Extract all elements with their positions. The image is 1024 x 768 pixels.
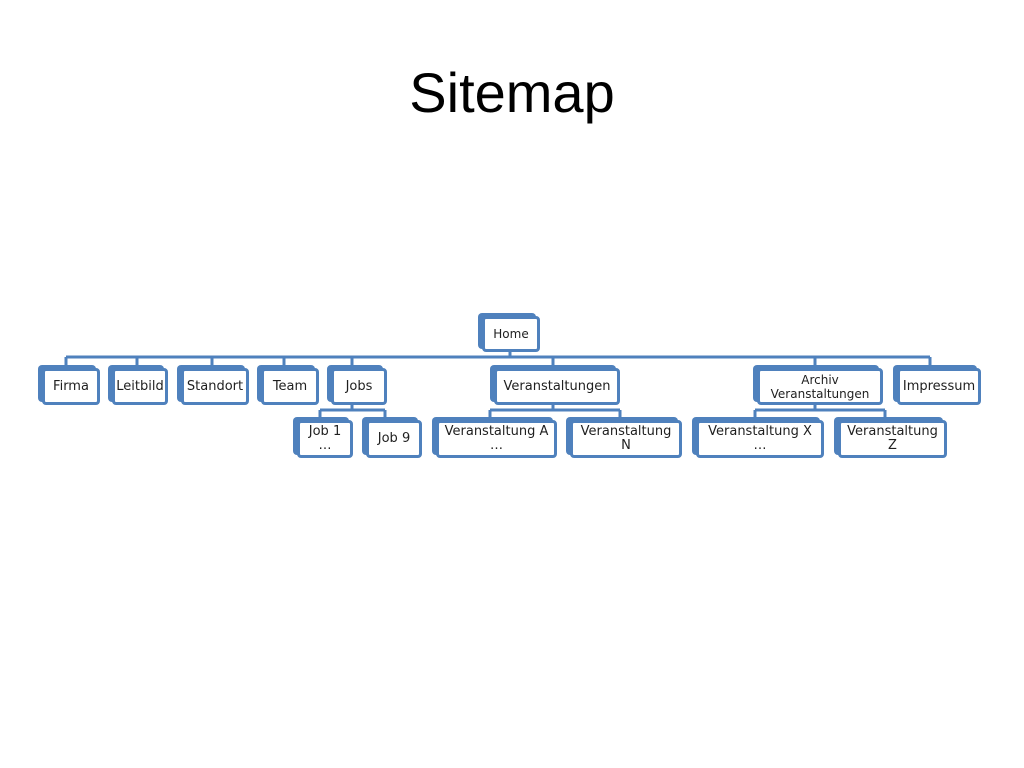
node-team: Team <box>261 368 319 405</box>
node-job-1: Job 1 … <box>297 420 353 458</box>
node-home-label: Home <box>493 327 529 341</box>
node-veranstaltung-a-label: Veranstaltung A … <box>444 424 549 453</box>
node-veranstaltungen-label: Veranstaltungen <box>503 378 611 394</box>
node-veranstaltung-a: Veranstaltung A … <box>436 420 557 458</box>
node-jobs: Jobs <box>331 368 387 405</box>
node-impressum-label: Impressum <box>902 378 976 394</box>
node-job-9-label: Job 9 <box>377 431 411 446</box>
node-firma-label: Firma <box>53 378 89 394</box>
node-job-1-label: Job 1 … <box>308 424 342 453</box>
node-archiv-label: Archiv Veranstaltungen <box>770 372 870 401</box>
node-veranstaltung-z-label: Veranstaltung Z <box>847 424 938 453</box>
node-jobs-label: Jobs <box>345 378 373 394</box>
node-team-label: Team <box>272 378 308 394</box>
page-title: Sitemap <box>409 61 615 124</box>
node-impressum: Impressum <box>897 368 981 405</box>
node-veranstaltung-n-label: Veranstaltung N <box>580 424 672 453</box>
node-standort-label: Standort <box>186 378 244 394</box>
node-firma: Firma <box>42 368 100 405</box>
node-veranstaltung-n: Veranstaltung N <box>570 420 682 458</box>
node-archiv-veranstaltungen: Archiv Veranstaltungen <box>757 368 883 405</box>
node-veranstaltung-x-label: Veranstaltung X … <box>708 424 812 453</box>
node-home: Home <box>482 316 540 352</box>
node-leitbild: Leitbild <box>112 368 168 405</box>
node-veranstaltungen: Veranstaltungen <box>494 368 620 405</box>
node-standort: Standort <box>181 368 249 405</box>
node-job-9: Job 9 <box>366 420 422 458</box>
node-veranstaltung-x: Veranstaltung X … <box>696 420 824 458</box>
node-leitbild-label: Leitbild <box>116 378 164 394</box>
node-veranstaltung-z: Veranstaltung Z <box>838 420 947 458</box>
